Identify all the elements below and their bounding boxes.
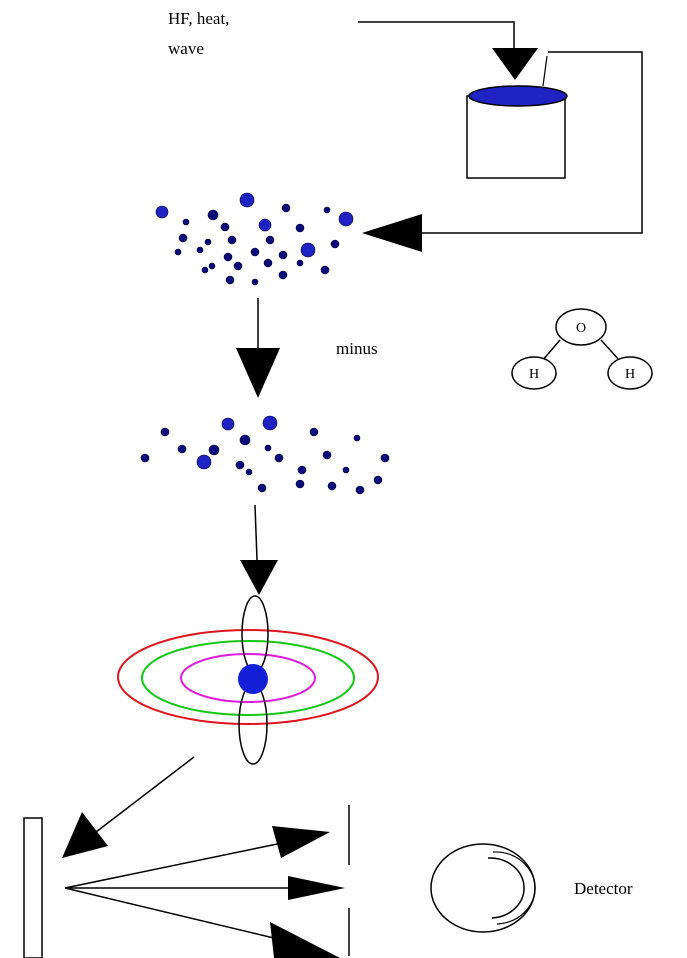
particle bbox=[208, 444, 220, 456]
nucleus bbox=[238, 664, 268, 694]
particle bbox=[300, 242, 316, 258]
particle-cloud-1 bbox=[155, 192, 354, 286]
particle bbox=[227, 235, 237, 245]
particle bbox=[380, 453, 390, 463]
particle bbox=[250, 247, 260, 257]
beam-upper bbox=[64, 826, 330, 889]
particle bbox=[182, 218, 190, 226]
particle bbox=[155, 205, 169, 219]
detector-label: Detector bbox=[574, 879, 633, 898]
particle bbox=[353, 434, 361, 442]
orbit-outer bbox=[117, 629, 379, 725]
particle bbox=[178, 233, 188, 243]
particle bbox=[322, 450, 332, 460]
deflection-plate bbox=[23, 817, 43, 958]
particle bbox=[239, 434, 251, 446]
particle bbox=[177, 444, 187, 454]
hydrogen-right-label: H bbox=[625, 367, 635, 382]
particle bbox=[274, 453, 284, 463]
particle bbox=[207, 209, 219, 221]
particle bbox=[220, 222, 230, 232]
water-molecule: O H H bbox=[511, 308, 653, 390]
particle bbox=[201, 266, 209, 274]
particle bbox=[160, 427, 170, 437]
hydrogen-left-label: H bbox=[529, 367, 539, 382]
particle bbox=[295, 223, 305, 233]
hydrogen-atom-left bbox=[511, 356, 557, 390]
particle bbox=[373, 475, 383, 485]
particle bbox=[281, 203, 291, 213]
oxygen-label: O bbox=[576, 321, 586, 336]
particle bbox=[355, 485, 365, 495]
particle bbox=[323, 206, 331, 214]
detector-inner-arc bbox=[487, 857, 525, 919]
arrow-down-2 bbox=[240, 504, 278, 595]
sample-container bbox=[466, 55, 568, 179]
orbital-lobe-upper bbox=[241, 595, 269, 673]
container-lid bbox=[468, 85, 568, 107]
particle bbox=[225, 275, 235, 285]
particle bbox=[223, 252, 233, 262]
input-label: HF, heat, wave bbox=[168, 9, 229, 58]
beam-middle bbox=[65, 876, 345, 900]
particle bbox=[196, 246, 204, 254]
oxygen-atom bbox=[555, 308, 607, 346]
particle bbox=[204, 238, 212, 246]
particle-cloud-2 bbox=[140, 415, 390, 495]
particle bbox=[257, 483, 267, 493]
hydrogen-atom-right bbox=[607, 356, 653, 390]
atom-orbital-model bbox=[117, 595, 379, 765]
particle bbox=[327, 481, 337, 491]
detector-outer-ring bbox=[430, 843, 536, 933]
particle bbox=[338, 211, 354, 227]
detector bbox=[430, 843, 536, 933]
particle bbox=[296, 259, 304, 267]
particle bbox=[208, 262, 216, 270]
orbit-middle bbox=[141, 640, 355, 716]
arrow-to-plate bbox=[62, 756, 195, 858]
particle bbox=[295, 479, 305, 489]
feed-arrow bbox=[362, 51, 643, 252]
input-arrow bbox=[358, 21, 538, 80]
input-label-line-2: wave bbox=[168, 39, 204, 58]
particle bbox=[245, 468, 253, 476]
minus-label: minus bbox=[336, 339, 378, 358]
particle bbox=[264, 444, 272, 452]
arrow-down-1 bbox=[236, 298, 280, 398]
input-label-line-1: HF, heat, bbox=[168, 9, 229, 28]
particle bbox=[263, 258, 273, 268]
particle bbox=[309, 427, 319, 437]
particle bbox=[278, 270, 288, 280]
particle bbox=[233, 261, 243, 271]
particle bbox=[278, 250, 288, 260]
orbit-inner bbox=[180, 653, 316, 703]
particle bbox=[251, 278, 259, 286]
particle bbox=[265, 235, 275, 245]
particle bbox=[262, 415, 278, 431]
particle bbox=[235, 460, 245, 470]
particle bbox=[342, 466, 350, 474]
particle bbox=[330, 239, 340, 249]
particle bbox=[174, 248, 182, 256]
particle bbox=[196, 454, 212, 470]
beam-lower bbox=[64, 887, 340, 958]
particle bbox=[239, 192, 255, 208]
particle bbox=[258, 218, 272, 232]
particle bbox=[297, 465, 307, 475]
particle bbox=[221, 417, 235, 431]
particle bbox=[320, 265, 330, 275]
particle bbox=[140, 453, 150, 463]
